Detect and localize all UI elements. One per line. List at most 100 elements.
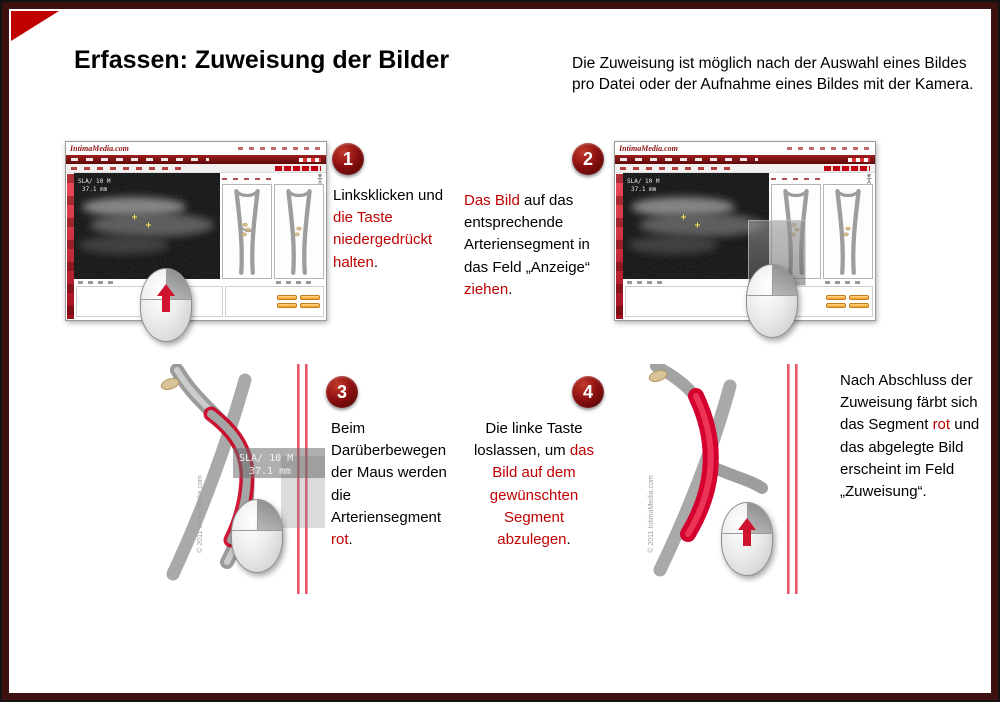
field-label-zuweisung <box>825 281 863 284</box>
caliper-marker-icon <box>132 214 151 228</box>
bone-marker <box>160 377 180 391</box>
mouse-button-divider <box>257 500 258 531</box>
measurement-tooltip: SLA/ 10 M 37.1 mm <box>233 448 325 478</box>
app-toolbar <box>615 164 875 173</box>
app-header: IntimaMedia.com <box>66 142 326 155</box>
artery-vessels <box>650 364 768 577</box>
panel-header <box>222 173 324 185</box>
mouse-button-divider <box>772 265 773 296</box>
toolbar-progress <box>824 165 870 171</box>
mouse-right-button <box>257 500 282 531</box>
outcome-text: Nach Abschluss der Zuweisung färbt sich … <box>840 372 980 500</box>
caliper-marker-icon <box>681 214 700 228</box>
menu-items <box>620 158 758 161</box>
artery-panels <box>222 184 324 279</box>
toolbar-text <box>71 166 184 170</box>
mouse-body <box>721 502 773 576</box>
app-body: SLA/ 10 M 37.1 mm <box>623 173 875 279</box>
mouse-icon-step3 <box>231 499 283 573</box>
us-measure-label-1: SLA/ 10 M <box>627 178 660 185</box>
action-button <box>849 303 869 308</box>
step-1-badge: 1 <box>332 143 364 175</box>
toolbar-progress <box>275 165 321 171</box>
zuweisung-field <box>225 286 324 317</box>
step-4-text: Die linke Taste loslassen, um das Bild a… <box>473 420 595 548</box>
mouse-icon-step1 <box>140 268 192 342</box>
mouse-icon-step2 <box>746 264 798 338</box>
action-button <box>277 303 297 308</box>
step-1-screenshot: IntimaMedia.com <box>65 141 327 321</box>
app-toolbar <box>66 164 326 173</box>
app-logo: IntimaMedia.com <box>70 144 129 153</box>
language-flags-icon <box>299 157 321 162</box>
person-icon <box>317 173 323 185</box>
us-measure-label-2: 37.1 mm <box>631 186 657 193</box>
mouse-up-arrow-icon <box>157 284 175 312</box>
field-label-zuweisung <box>276 281 314 284</box>
person-icon <box>866 173 872 185</box>
intro-text: Die Zuweisung ist möglich nach der Auswa… <box>572 55 974 93</box>
step-4-badge: 4 <box>572 376 604 408</box>
segment-markers <box>294 226 302 237</box>
header-links <box>238 147 322 150</box>
red-sidebar-line <box>787 364 790 594</box>
tooltip-line-2: 37.1 mm <box>249 466 291 477</box>
mouse-button-divider <box>232 530 282 532</box>
step-3-badge: 3 <box>326 376 358 408</box>
header-links <box>787 147 871 150</box>
us-measure-label-2: 37.1 mm <box>82 186 108 193</box>
action-button <box>849 295 869 300</box>
action-button <box>300 295 320 300</box>
mouse-body <box>140 268 192 342</box>
panel-header <box>771 173 873 185</box>
tooltip-line-1: SLA/ 10 M <box>239 453 293 464</box>
action-button <box>300 303 320 308</box>
mouse-body <box>231 499 283 573</box>
red-sidebar-line <box>297 364 300 594</box>
mouse-icon-step4 <box>721 502 773 576</box>
red-sidebar-line <box>795 364 798 594</box>
language-flags-icon <box>848 157 870 162</box>
step-2-text: Das Bild auf das entsprechende Arteriens… <box>464 192 590 298</box>
menu-items <box>71 158 209 161</box>
fields-section <box>74 279 326 320</box>
ultrasound-image: SLA/ 10 M 37.1 mm <box>74 173 220 279</box>
copyright-text: © 2011 IntimaMedia.com <box>647 475 655 553</box>
field-label-anzeige <box>78 281 116 284</box>
segment-markers <box>843 226 851 237</box>
app-body: SLA/ 10 M 37.1 mm <box>74 173 326 279</box>
panel-header-text <box>222 177 273 181</box>
step-2-screenshot: IntimaMedia.com <box>614 141 876 321</box>
red-sidebar-line <box>305 364 308 594</box>
segment-markers <box>241 222 251 237</box>
mouse-right-button <box>772 265 797 296</box>
copyright-text: © 2011 IntimaMedia.com <box>196 475 204 553</box>
field-label-anzeige <box>627 281 665 284</box>
artery-map-section <box>220 173 326 279</box>
artery-panel-right <box>274 184 324 279</box>
action-button <box>826 295 846 300</box>
app-menu-bar <box>66 155 326 164</box>
page-title: Erfassen: Zuweisung der Bilder <box>74 46 450 74</box>
artery-panel-right <box>823 184 873 279</box>
mouse-up-arrow-icon <box>738 518 756 546</box>
bone-marker <box>648 369 668 383</box>
step-1-text: Linksklicken und die Taste niedergedrück… <box>333 187 444 271</box>
mouse-button-divider <box>747 295 797 297</box>
red-sidebar <box>616 174 623 319</box>
step-2-badge: 2 <box>572 143 604 175</box>
ultrasound-image: SLA/ 10 M 37.1 mm <box>623 173 769 279</box>
us-measure-label-1: SLA/ 10 M <box>78 178 111 185</box>
mouse-body <box>746 264 798 338</box>
toolbar-text <box>620 166 733 170</box>
artery-panel-left <box>222 184 272 279</box>
step-3-text: Beim Darüberbewegen der Maus werden die … <box>331 420 447 548</box>
action-button <box>826 303 846 308</box>
app-logo: IntimaMedia.com <box>619 144 678 153</box>
app-header: IntimaMedia.com <box>615 142 875 155</box>
red-sidebar <box>67 174 74 319</box>
corner-triangle-decoration <box>11 11 59 41</box>
panel-header-text <box>771 177 822 181</box>
action-button <box>277 295 297 300</box>
